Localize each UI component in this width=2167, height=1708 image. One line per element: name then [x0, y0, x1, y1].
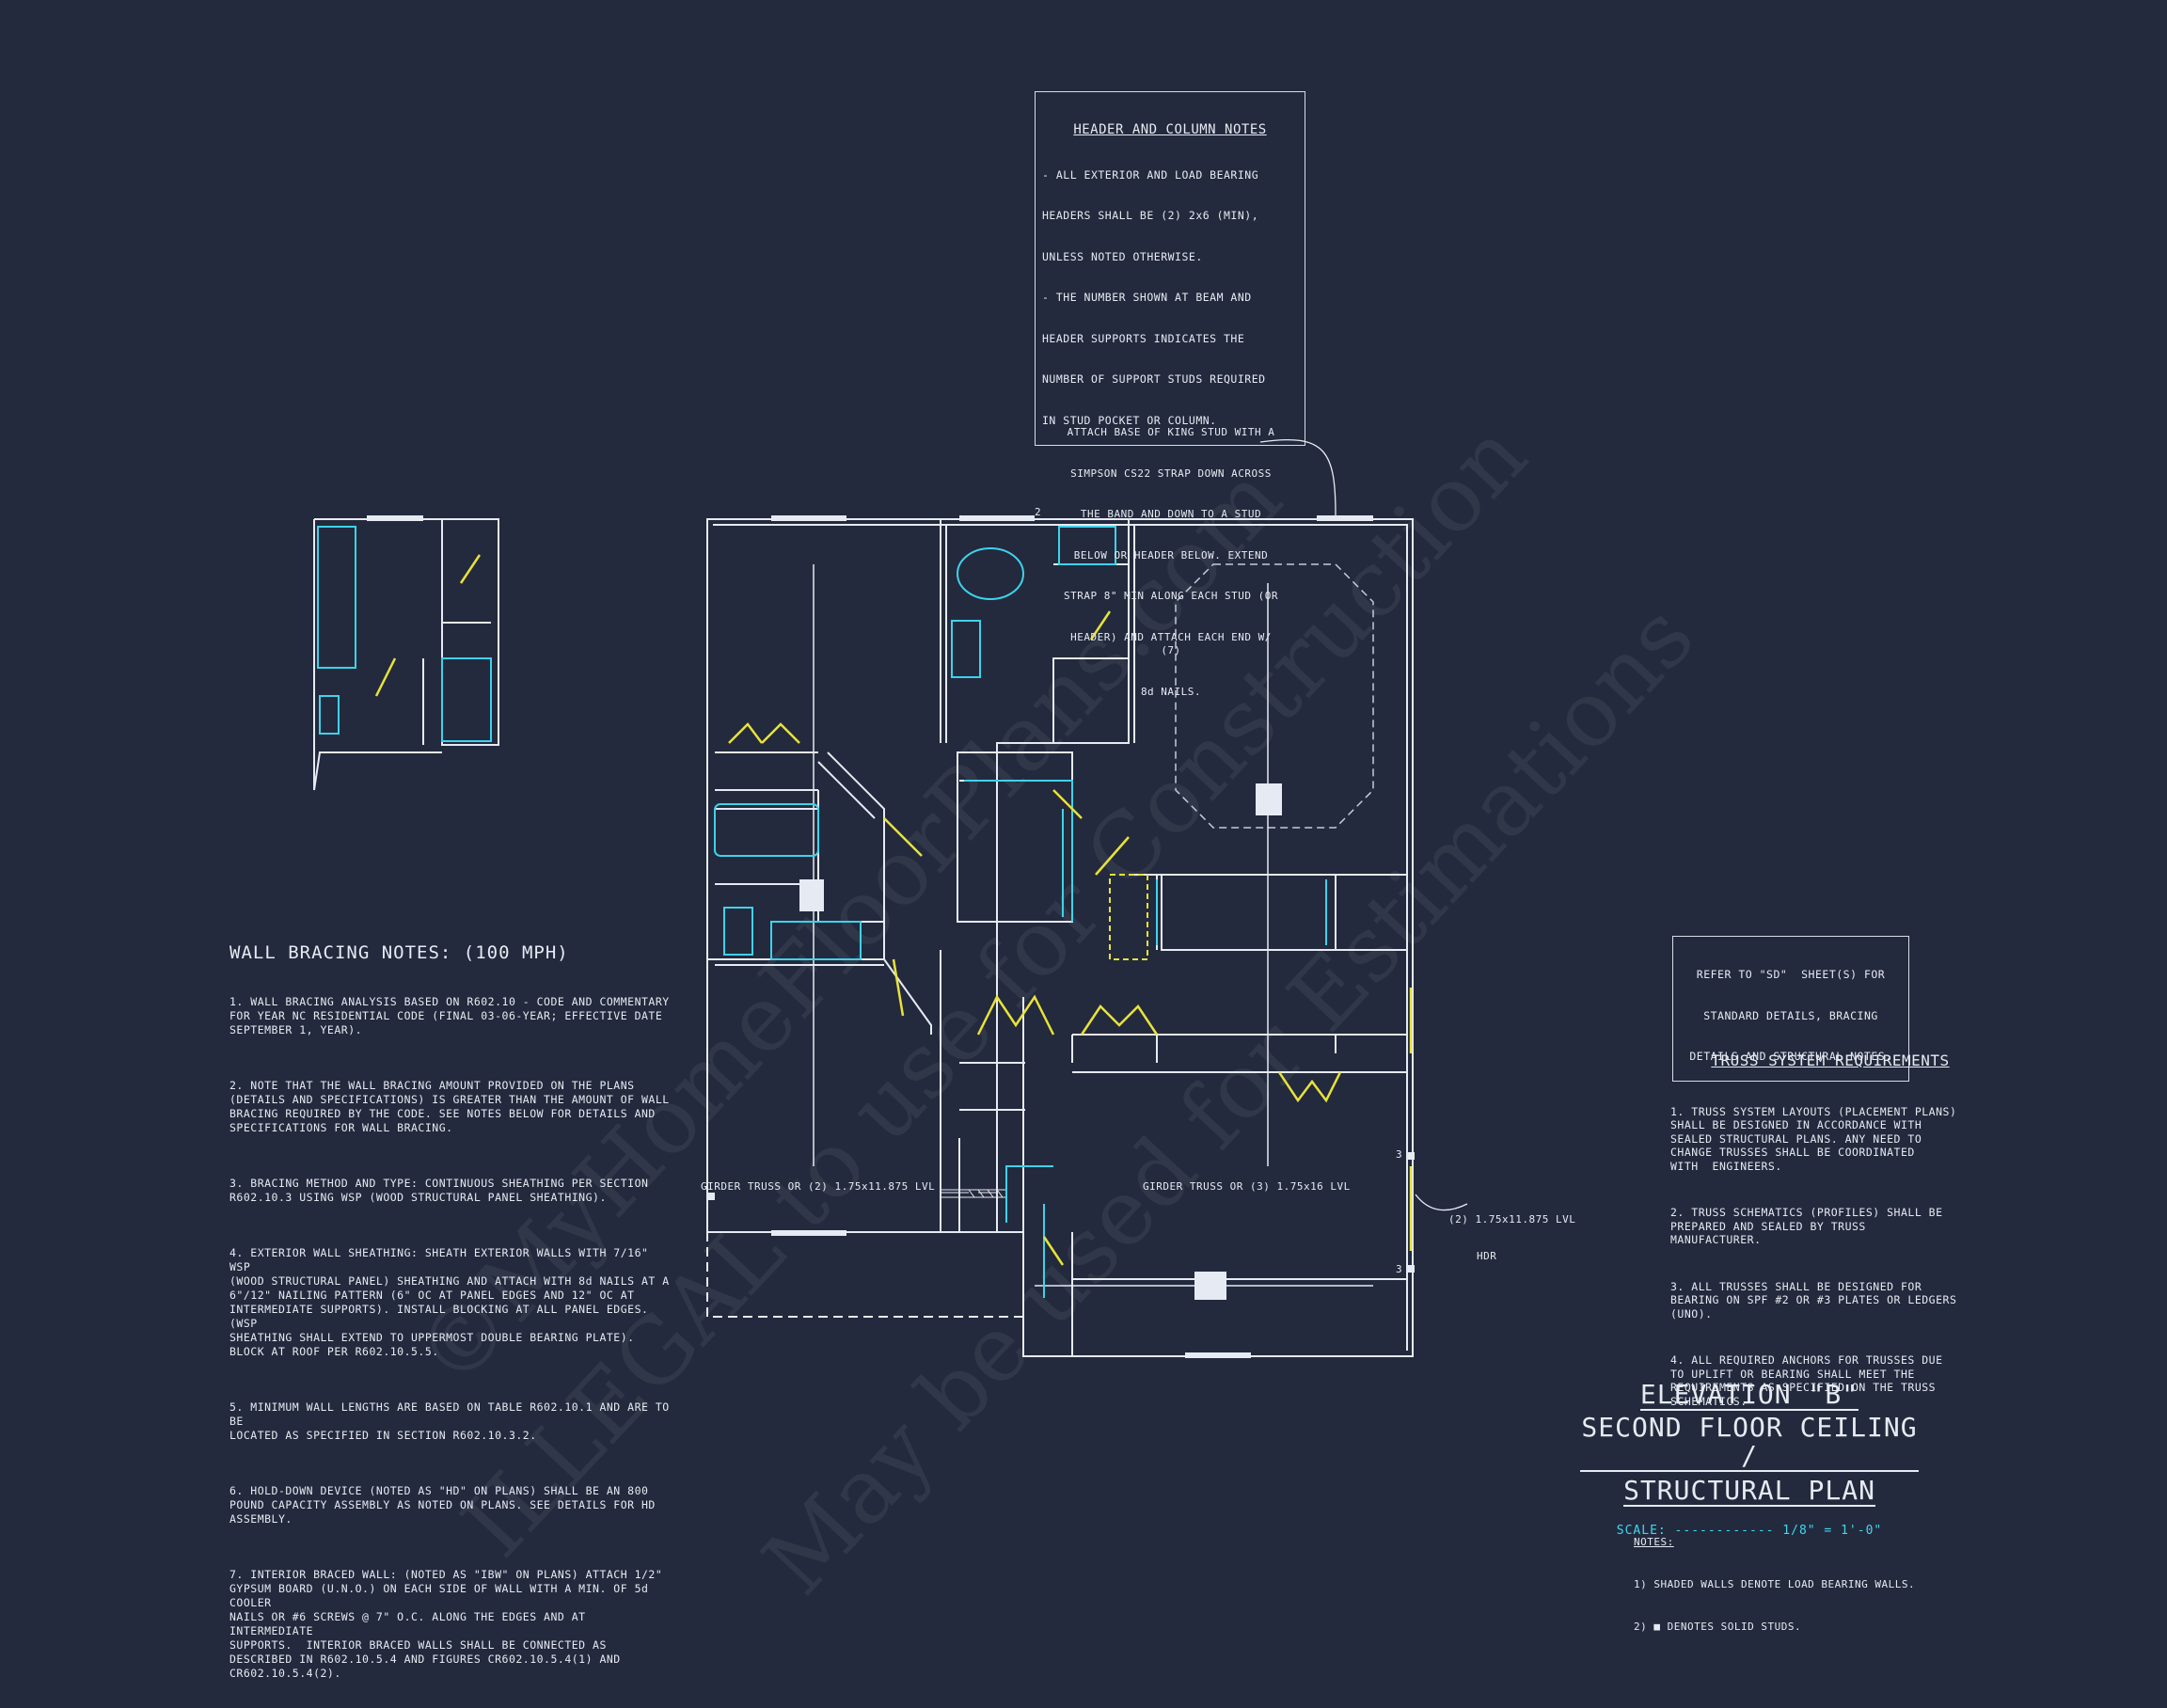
- strap-line: HEADER) AND ATTACH EACH END W/ (7): [1070, 630, 1278, 657]
- strap-line: STRAP 8" MIN ALONG EACH STUD (OR: [1064, 590, 1278, 602]
- girder-label-right: GIRDER TRUSS OR (3) 1.75x16 LVL: [1143, 1180, 1351, 1193]
- stud-count-top: 2: [1035, 506, 1042, 518]
- truss-item: 4. ALL REQUIRED ANCHORS FOR TRUSSES DUE …: [1670, 1353, 1943, 1408]
- notes-item: 2) ■ DENOTES SOLID STUDS.: [1634, 1621, 1802, 1633]
- hdr-line-2: HDR: [1477, 1250, 1497, 1262]
- strap-note: ATTACH BASE OF KING STUD WITH A SIMPSON …: [1058, 399, 1284, 713]
- hcn-line: NUMBER OF SUPPORT STUDS REQUIRED: [1042, 372, 1266, 386]
- floor-plan-drawing: [313, 438, 1468, 1358]
- truss-title: TRUSS SYSTEM REQUIREMENTS: [1711, 1052, 1950, 1069]
- notes-item: 1) SHADED WALLS DENOTE LOAD BEARING WALL…: [1634, 1578, 1916, 1590]
- refer-note: REFER TO "SD" SHEET(S) FOR STANDARD DETA…: [1672, 936, 1909, 1082]
- title-line-1: ELEVATION "B": [1639, 1379, 1859, 1411]
- header-column-notes: HEADER AND COLUMN NOTES - ALL EXTERIOR A…: [1035, 91, 1305, 446]
- wall-bracing-notes: WALL BRACING NOTES: (100 MPH) 1. WALL BR…: [229, 914, 672, 1708]
- scale-label: SCALE: ------------ 1/8" = 1'-0": [1616, 1524, 1883, 1538]
- stud-count-right-1: 3: [1396, 1148, 1403, 1161]
- wall-bracing-item: 3. BRACING METHOD AND TYPE: CONTINUOUS S…: [229, 1177, 649, 1204]
- title-line-2: SECOND FLOOR CEILING /: [1580, 1412, 1919, 1472]
- hcn-line: - THE NUMBER SHOWN AT BEAM AND: [1042, 291, 1252, 304]
- refer-line: REFER TO "SD" SHEET(S) FOR: [1696, 968, 1886, 981]
- title-line-3: STRUCTURAL PLAN: [1623, 1475, 1875, 1507]
- refer-line: STANDARD DETAILS, BRACING: [1703, 1008, 1878, 1022]
- girder-label-left: GIRDER TRUSS OR (2) 1.75x11.875 LVL: [701, 1180, 936, 1193]
- stair: [1161, 875, 1337, 951]
- tub: [714, 803, 819, 857]
- header-column-title: HEADER AND COLUMN NOTES: [1073, 122, 1267, 137]
- hdr-label: (2) 1.75x11.875 LVL HDR: [1448, 1189, 1575, 1274]
- wall-bracing-item: 4. EXTERIOR WALL SHEATHING: SHEATH EXTER…: [229, 1246, 670, 1358]
- truss-requirements: TRUSS SYSTEM REQUIREMENTS 1. TRUSS SYSTE…: [1670, 1027, 1990, 1428]
- stud-count-right-2: 3: [1396, 1263, 1403, 1275]
- truss-item: 3. ALL TRUSSES SHALL BE DESIGNED FOR BEA…: [1670, 1279, 1957, 1321]
- hdr-line-1: (2) 1.75x11.875 LVL: [1448, 1213, 1576, 1226]
- truss-item: 1. TRUSS SYSTEM LAYOUTS (PLACEMENT PLANS…: [1670, 1104, 1957, 1173]
- ceiling-octagon: [1175, 563, 1374, 829]
- wall-bracing-item: 1. WALL BRACING ANALYSIS BASED ON R602.1…: [229, 995, 670, 1036]
- strap-line: THE BAND AND DOWN TO A STUD: [1080, 508, 1262, 520]
- wall-bracing-item: 5. MINIMUM WALL LENGTHS ARE BASED ON TAB…: [229, 1400, 670, 1442]
- window: [771, 515, 846, 521]
- refer-line: DETAILS AND STRUCTURAL NOTES.: [1689, 1050, 1892, 1063]
- wall-bracing-item: 2. NOTE THAT THE WALL BRACING AMOUNT PRO…: [229, 1079, 670, 1134]
- hcn-line: HEADERS SHALL BE (2) 2x6 (MIN),: [1042, 209, 1259, 222]
- strap-line: ATTACH BASE OF KING STUD WITH A: [1067, 426, 1275, 438]
- notes-title: NOTES:: [1634, 1536, 1674, 1548]
- strap-line: BELOW OR HEADER BELOW. EXTEND: [1073, 548, 1269, 561]
- strap-line: 8d NAILS.: [1140, 685, 1202, 698]
- interior-wall: [940, 519, 947, 1232]
- wall-bracing-title: WALL BRACING NOTES: (100 MPH): [229, 942, 569, 963]
- wall-bracing-item: 7. INTERIOR BRACED WALL: (NOTED AS "IBW"…: [229, 1568, 663, 1680]
- wall-bracing-item: 6. HOLD-DOWN DEVICE (NOTED AS "HD" ON PL…: [229, 1484, 656, 1526]
- title-block: ELEVATION "B" SECOND FLOOR CEILING / STR…: [1580, 1379, 1919, 1541]
- hcn-line: - ALL EXTERIOR AND LOAD BEARING: [1042, 167, 1259, 182]
- door-swing: [728, 722, 763, 744]
- general-notes: NOTES: 1) SHADED WALLS DENOTE LOAD BEARI…: [1634, 1507, 1953, 1648]
- strap-line: SIMPSON CS22 STRAP DOWN ACROSS: [1070, 467, 1272, 480]
- truss-item: 2. TRUSS SCHEMATICS (PROFILES) SHALL BE …: [1670, 1206, 1943, 1246]
- solid-stud: [799, 879, 824, 911]
- hcn-line: IN STUD POCKET OR COLUMN.: [1042, 413, 1217, 427]
- inset-plan: [313, 518, 499, 791]
- hcn-line: UNLESS NOTED OTHERWISE.: [1042, 249, 1203, 263]
- hcn-line: HEADER SUPPORTS INDICATES THE: [1042, 331, 1245, 345]
